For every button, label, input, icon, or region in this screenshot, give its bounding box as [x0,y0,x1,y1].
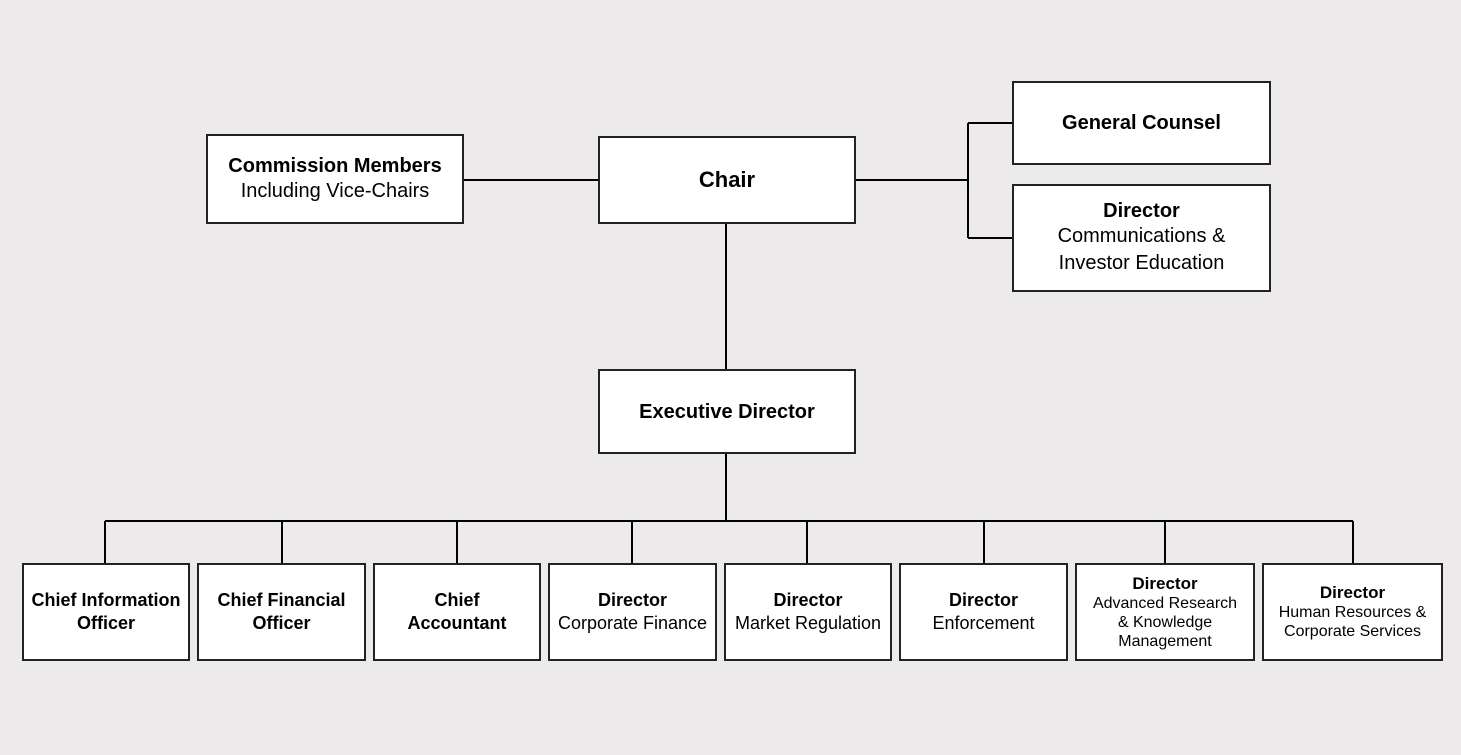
cio-line2: Officer [76,613,136,633]
director-enforcement-box: Director Enforcement [899,563,1068,661]
enforcement-title: Director [948,590,1019,610]
chief-accountant-box: Chief Accountant [373,563,541,661]
cio-line1: Chief Information [31,590,181,610]
executive-director-box: Executive Director [598,369,856,454]
chair-box: Chair [598,136,856,224]
director-human-resources-box: Director Human Resources & Corporate Ser… [1262,563,1443,661]
director-advanced-research-box: Director Advanced Research & Knowledge M… [1075,563,1255,661]
director-communications-line2: Investor Education [1058,252,1225,274]
director-communications-title: Director [1103,200,1180,222]
corporate-finance-subtitle: Corporate Finance [557,613,708,633]
corporate-finance-title: Director [597,590,668,610]
market-regulation-subtitle: Market Regulation [734,613,882,633]
hr-line1: Human Resources & [1278,604,1427,621]
chief-financial-officer-box: Chief Financial Officer [197,563,366,661]
market-regulation-title: Director [773,590,843,610]
hr-title: Director [1319,583,1386,602]
cfo-line2: Officer [252,613,311,633]
commission-members-subtitle: Including Vice-Chairs [240,179,430,202]
enforcement-subtitle: Enforcement [932,613,1035,633]
research-line2: & Knowledge [1117,613,1213,631]
director-corporate-finance-box: Director Corporate Finance [548,563,717,661]
general-counsel-box: General Counsel [1012,81,1271,165]
research-line3: Management [1118,632,1212,650]
chief-information-officer-box: Chief Information Officer [22,563,190,661]
commission-members-box: Commission Members Including Vice-Chairs [206,134,464,224]
director-market-regulation-box: Director Market Regulation [724,563,892,661]
commission-members-title: Commission Members [228,154,442,177]
chief-accountant-line2: Accountant [407,613,507,633]
chair-title: Chair [698,167,756,192]
executive-director-title: Executive Director [639,400,815,423]
cfo-line1: Chief Financial [217,590,346,610]
general-counsel-title: General Counsel [1062,112,1221,134]
director-communications-line1: Communications & [1057,225,1226,247]
research-title: Director [1132,573,1198,593]
chief-accountant-line1: Chief [434,590,480,610]
hr-line2: Corporate Services [1284,623,1421,640]
research-line1: Advanced Research [1092,594,1238,612]
director-communications-box: Director Communications & Investor Educa… [1012,184,1271,292]
